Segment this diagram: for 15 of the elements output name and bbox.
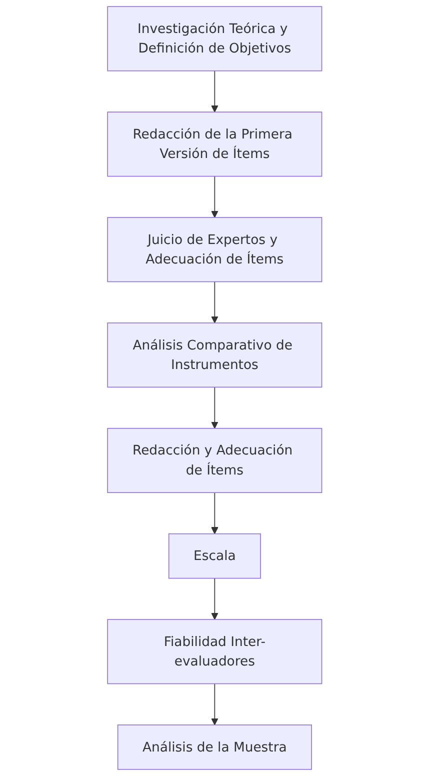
arrow	[211, 70, 219, 112]
node-box: Juicio de Expertos y Adecuación de Ítems	[108, 217, 322, 282]
arrow	[211, 176, 219, 218]
arrow	[211, 386, 219, 429]
node-box: Redacción de la Primera Versión de Ítems	[108, 112, 322, 177]
arrow	[211, 281, 219, 324]
node-box: Análisis de la Muestra	[118, 724, 312, 770]
arrow	[211, 578, 219, 620]
node-box: Escala	[168, 533, 262, 579]
node-box: Análisis Comparativo de Instrumentos	[108, 322, 322, 388]
node-box: Fiabilidad Inter-evaluadores	[108, 619, 322, 684]
node-box: Investigación Teórica y Definición de Objetivos	[108, 6, 322, 72]
node-box: Redacción y Adecuación de Ítems	[108, 428, 322, 494]
arrow	[211, 492, 219, 534]
arrow	[211, 683, 219, 726]
